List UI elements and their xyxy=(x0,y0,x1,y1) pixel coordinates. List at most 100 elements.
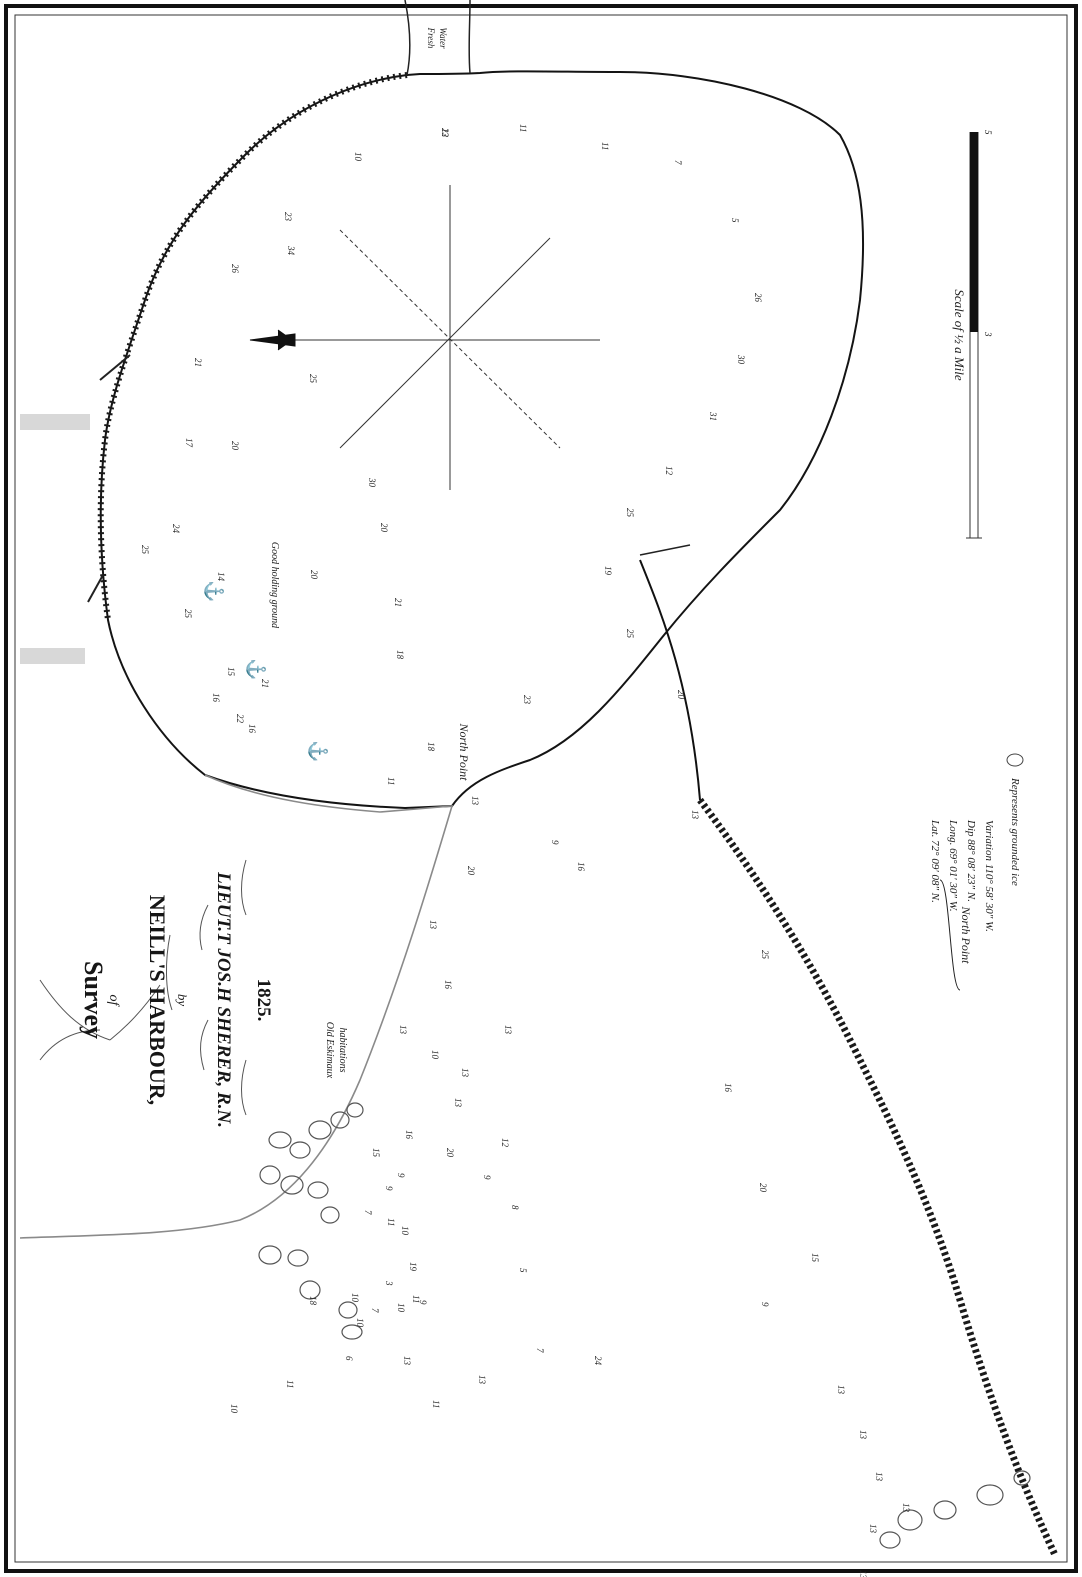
north-point-label: North Point xyxy=(457,722,471,781)
sounding-value: 14 xyxy=(216,572,226,582)
sounding-value: 34 xyxy=(286,245,296,256)
sounding-value: 25 xyxy=(308,374,318,384)
sounding-value: 13 xyxy=(874,1472,884,1482)
fresh-water-label-2: Water xyxy=(438,27,448,49)
inner-frame xyxy=(14,14,1068,1563)
scale-bar xyxy=(966,132,982,539)
position-dip: Dip 88° 08′ 23″ N. xyxy=(965,819,977,902)
sounding-value: 9 xyxy=(482,1175,492,1180)
sounding-value: 13 xyxy=(453,1098,463,1108)
title-survey: Survey xyxy=(79,961,108,1039)
scale-tick-end: 5 xyxy=(983,130,993,135)
fresh-water-label: Fresh xyxy=(426,27,436,49)
sounding-value: 10 xyxy=(430,1050,440,1060)
sounding-value: 20 xyxy=(758,1183,768,1193)
sounding-value: 6 xyxy=(344,1356,354,1361)
sounding-value: 30 xyxy=(367,477,377,488)
sounding-value: 19 xyxy=(603,566,613,576)
sounding-value: 7 xyxy=(370,1308,380,1313)
sounding-value: 20 xyxy=(309,570,319,580)
sounding-value: 15 xyxy=(226,667,236,677)
harbour-shoreline xyxy=(99,70,865,810)
sounding-value: 20 xyxy=(445,1148,455,1158)
sounding-value: 23 xyxy=(522,695,532,705)
position-brace xyxy=(939,879,961,991)
sounding-value: 11 xyxy=(431,1400,441,1408)
west-land-boundary xyxy=(19,774,454,1239)
sounding-value: 12 xyxy=(664,466,674,476)
sounding-value: 21 xyxy=(193,358,203,367)
sounding-value: 13 xyxy=(470,796,480,806)
sounding-value: 10 xyxy=(400,1226,410,1236)
north-arrow-icon xyxy=(249,329,296,351)
title-harbour: NEILL'S HARBOUR, xyxy=(145,895,170,1105)
good-holding-ground-label: Good holding ground xyxy=(269,542,280,629)
sounding-value: 16 xyxy=(443,980,453,990)
sounding-value: 20 xyxy=(466,866,476,876)
sounding-value: 18 xyxy=(395,650,405,660)
sounding-value: 5 xyxy=(730,218,740,223)
anchor-icon: ⚓ xyxy=(308,740,329,762)
sounding-value: 16 xyxy=(723,1083,733,1093)
sounding-value: 11 xyxy=(386,777,396,785)
sounding-value: 13 xyxy=(402,1356,412,1366)
sounding-value: 16 xyxy=(576,862,586,872)
sounding-value: 30 xyxy=(736,354,746,365)
sounding-value: 25 xyxy=(183,609,193,619)
sounding-value: 3 xyxy=(384,1280,394,1286)
sounding-value: 13 xyxy=(428,920,438,930)
sounding-value: 10 xyxy=(353,152,363,162)
sounding-value: 20 xyxy=(379,523,389,533)
sounding-value: 9 xyxy=(760,1302,770,1307)
sounding-value: 17 xyxy=(184,438,194,448)
position-heading: North Point xyxy=(959,905,973,964)
sounding-value: 26 xyxy=(753,293,763,303)
sounding-value: 13 xyxy=(503,1025,513,1035)
sounding-value: 13 xyxy=(858,1430,868,1440)
scale-label: Scale of ½ a Mile xyxy=(952,289,967,381)
title-by: by xyxy=(175,994,190,1007)
north-shore-beach xyxy=(97,72,408,621)
sounding-value: 7 xyxy=(673,160,683,165)
anchor-icon: ⚓ xyxy=(204,580,225,602)
sounding-value: 13 xyxy=(868,1524,878,1534)
sounding-value: 11 xyxy=(600,142,610,150)
sounding-value: 20 xyxy=(676,690,686,700)
sounding-value: 9 xyxy=(418,1300,428,1305)
sounding-value: 10 xyxy=(396,1303,406,1313)
sounding-value: 16 xyxy=(211,693,221,703)
sounding-value: 24 xyxy=(171,524,181,534)
legend-grounded-ice: Represents grounded ice xyxy=(1009,777,1021,886)
sounding-value: 11 xyxy=(285,1380,295,1388)
sounding-value: 12 xyxy=(440,128,450,138)
sounding-value: 26 xyxy=(230,264,240,274)
sounding-value: 21 xyxy=(260,679,270,688)
title-year: 1825. xyxy=(253,979,274,1022)
sounding-value: 9 xyxy=(384,1186,394,1191)
sounding-value: 11 xyxy=(386,1218,396,1226)
title-cartouche xyxy=(39,859,247,1116)
old-eskimaux-label: Old Eskimaux xyxy=(324,1022,335,1079)
land-shading-1 xyxy=(20,414,90,430)
position-variation: Variation 110° 58′ 30″ W. xyxy=(983,820,995,932)
title-of: of xyxy=(106,995,121,1008)
sounding-value: 21 xyxy=(393,598,403,607)
sounding-value: 19 xyxy=(408,1262,418,1272)
sounding-value: 13 xyxy=(690,810,700,820)
legend-ice-icon xyxy=(1006,753,1024,767)
sounding-value: 10 xyxy=(350,1293,360,1303)
sounding-value: 25 xyxy=(625,629,635,639)
sounding-value: 22 xyxy=(235,714,245,724)
sounding-value: 13 xyxy=(398,1025,408,1035)
position-long: Long. 69° 01′ 30″ W. xyxy=(947,819,959,912)
sounding-value: 15 xyxy=(371,1148,381,1158)
sounding-value: 13 xyxy=(836,1385,846,1395)
stream-north-1 xyxy=(87,574,104,603)
outer-frame xyxy=(4,4,1078,1573)
sounding-value: 13 xyxy=(460,1068,470,1078)
fresh-water-stream xyxy=(404,0,471,76)
sounding-value: 13 xyxy=(901,1503,911,1513)
sounding-value: 8 xyxy=(510,1205,520,1210)
sounding-value: 13 xyxy=(858,1570,868,1577)
